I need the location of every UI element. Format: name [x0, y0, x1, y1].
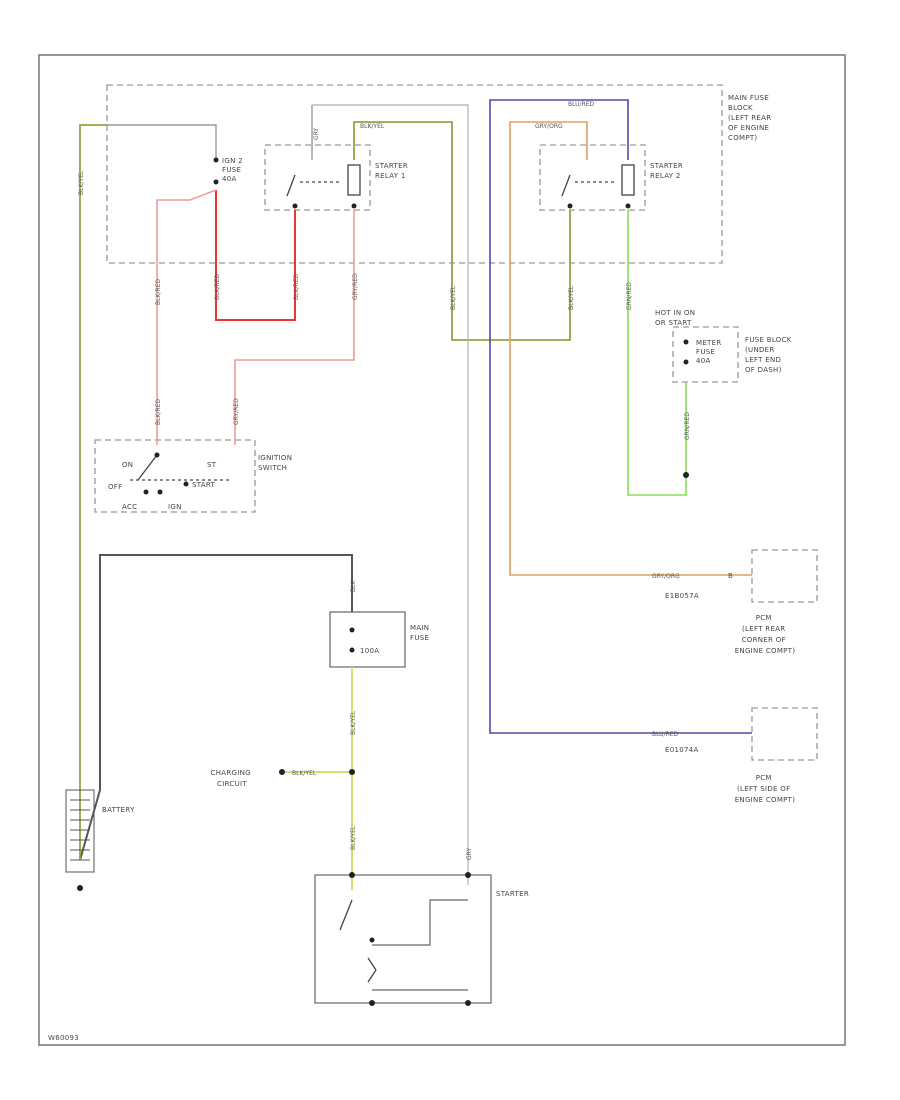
start-signal-wire	[234, 210, 355, 445]
main-fuse-rating: 100A	[360, 647, 379, 655]
ignition-switch-box	[94, 439, 256, 513]
switch-st-label: ST	[207, 461, 217, 469]
battery-label: BATTERY	[102, 806, 135, 814]
starter-solenoid-wire	[312, 104, 469, 885]
battery-positive-wire	[79, 554, 353, 861]
relay1-contacts	[286, 164, 361, 197]
ign2-fuse-label: IGN 2 FUSE 40A	[222, 157, 245, 183]
pcm2-connector-label: E01074A	[665, 746, 699, 754]
main-fuse-box	[329, 611, 406, 668]
starter-box	[314, 874, 492, 1004]
wire-label: GRY/ORG	[535, 123, 563, 130]
wire-label: BLK/RED	[214, 274, 221, 300]
pcm1-connector-label: E1B057A	[665, 592, 699, 600]
hot-in-on-label: HOT IN ON OR START	[655, 309, 698, 327]
switch-ign-label: IGN	[168, 503, 182, 511]
starter-relay-1-label: STARTER RELAY 1	[375, 162, 411, 180]
wire-labels: BLK/YEL GRY BLK/YEL BLU/RED GRY/ORG BLK/…	[78, 101, 691, 860]
diagram-frame	[38, 54, 846, 1046]
battery-feed-wire	[79, 124, 108, 860]
switch-acc-label: ACC	[122, 503, 137, 511]
switch-start-label: START	[192, 481, 216, 489]
main-fuse-label: MAIN FUSE	[410, 624, 432, 642]
wire-label: BLK/YEL	[350, 710, 357, 735]
diagram-id: W60093	[48, 1034, 79, 1042]
wire-label: BLU/RED	[568, 101, 595, 108]
wire-label: GRY	[466, 848, 473, 860]
ignition-switch-label: IGNITION SWITCH	[258, 454, 295, 472]
wire-label: BLK/RED	[155, 399, 162, 425]
wire-label: BLU/RED	[652, 731, 679, 738]
junction-dots	[77, 157, 689, 1006]
pcm-connector-1-box	[751, 549, 818, 603]
fuse-block-label: FUSE BLOCK (UNDER LEFT END OF DASH)	[745, 336, 794, 374]
starter-relay-2-label: STARTER RELAY 2	[650, 162, 686, 180]
meter-fuse-wire	[627, 210, 687, 496]
wire-label: GRY/ORG	[652, 573, 680, 580]
main-fuse-block-label: MAIN FUSE BLOCK (LEFT REAR OF ENGINE COM…	[728, 94, 774, 142]
wire-label: GRN/RED	[626, 282, 633, 310]
wire-label: BLK/YEL	[450, 285, 457, 310]
main-fuse-block-box	[106, 84, 723, 264]
switch-on-label: ON	[122, 461, 133, 469]
ignition-switch-contacts	[130, 454, 230, 481]
wire-label: BLK	[350, 580, 357, 592]
ign2-feed-wire	[108, 124, 217, 160]
wire-label: BLK/YEL	[350, 825, 357, 850]
meter-fuse-label: METER FUSE 40A	[696, 339, 724, 365]
wire-label: BLK/YEL	[292, 770, 317, 777]
pcm1-pin-label: B	[728, 572, 733, 580]
pcm-blue-wire	[489, 99, 752, 734]
pcm-connector-2-box	[751, 707, 818, 761]
switch-off-label: OFF	[108, 483, 122, 491]
pcm2-location-label: PCM (LEFT SIDE OF ENGINE COMPT)	[735, 774, 796, 804]
charging-circuit-label: CHARGING CIRCUIT	[211, 769, 254, 788]
pcm-orange-wire	[509, 121, 752, 576]
relay-link-wire	[353, 121, 571, 341]
wire-label: GRN/RED	[684, 412, 691, 440]
relay2-contacts	[561, 164, 635, 197]
starter-internal-wire	[372, 899, 468, 946]
wire-label: BLK/YEL	[568, 285, 575, 310]
battery-symbol	[65, 789, 95, 873]
wire-label: BLK/YEL	[360, 123, 385, 130]
starter-relay-1-box	[264, 144, 371, 211]
meter-fuse-box	[672, 326, 739, 383]
wire-label: GRY	[313, 128, 320, 140]
wire-label: BLK/YEL	[78, 170, 85, 195]
wire-label: BLK/RED	[155, 279, 162, 305]
starter-relay-2-box	[539, 144, 646, 211]
wire-label: GRY/RED	[352, 273, 359, 300]
starter-label: STARTER	[496, 890, 529, 898]
ign2-output-wire	[215, 190, 296, 321]
pcm1-location-label: PCM (LEFT REAR CORNER OF ENGINE COMPT)	[735, 614, 796, 655]
ign-switch-feed-wire	[156, 189, 217, 445]
starter-motor-symbol	[339, 899, 377, 983]
wire-label: GRY/RED	[233, 398, 240, 425]
wire-label: BLK/RED	[293, 274, 300, 300]
